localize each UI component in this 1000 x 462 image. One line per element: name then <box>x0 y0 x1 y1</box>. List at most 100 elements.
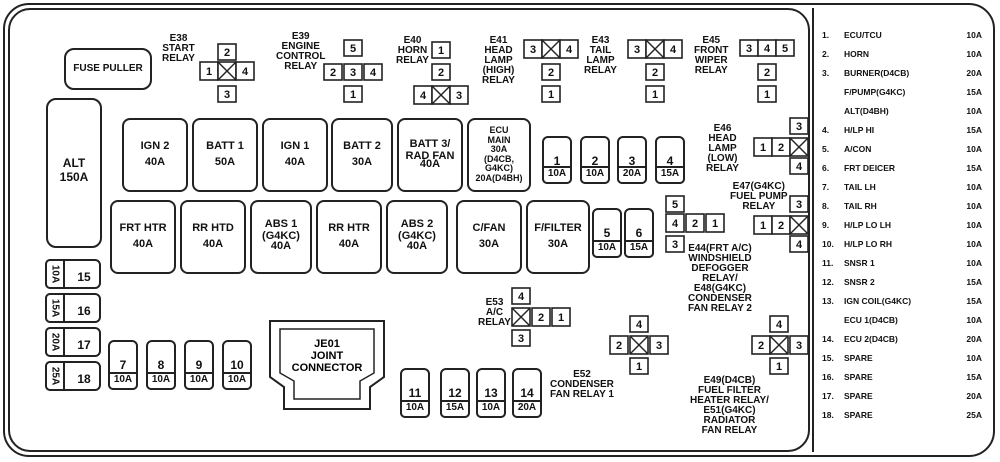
fuse-2[interactable]: 2 10A <box>580 136 610 184</box>
fuse-amp-tab: 20A <box>45 327 65 357</box>
fuse-3[interactable]: 3 20A <box>617 136 647 184</box>
fuse-puller[interactable]: FUSE PULLER <box>64 48 152 90</box>
fuse-amp: 40A <box>144 156 166 168</box>
fuse-batt2[interactable]: BATT 2 30A <box>331 118 393 192</box>
fuse-amp: 40A <box>270 240 292 252</box>
joint-connector-line3: CONNECTOR <box>292 362 363 374</box>
svg-text:4: 4 <box>242 66 249 78</box>
fuse-11[interactable]: 11 10A <box>400 368 430 418</box>
fuse-amp: 40A <box>406 240 428 252</box>
svg-text:4: 4 <box>420 90 427 102</box>
fuse-amp: 10A <box>580 166 610 184</box>
legend-row: ECU 1(D4CB)10A <box>844 315 982 325</box>
fuse-batt3-rad-fan[interactable]: BATT 3/ RAD FAN 40A <box>397 118 463 192</box>
svg-text:5: 5 <box>782 43 788 55</box>
fuse-amp: 40A <box>419 158 441 170</box>
ecu-line5: G4KC) <box>484 163 513 173</box>
svg-text:2: 2 <box>778 220 784 232</box>
fuse-rr-htr[interactable]: RR HTR 40A <box>316 200 382 274</box>
fuse-16[interactable]: 15A 16 <box>45 293 101 323</box>
fuse-ign2[interactable]: IGN 2 40A <box>122 118 188 192</box>
fuse-4[interactable]: 4 15A <box>655 136 685 184</box>
fuse-amp-tab: 25A <box>45 361 65 391</box>
svg-text:4: 4 <box>670 44 677 56</box>
svg-text:3: 3 <box>796 340 802 352</box>
fuse-7[interactable]: 7 10A <box>108 340 138 390</box>
fuse-9[interactable]: 9 10A <box>184 340 214 390</box>
svg-text:1: 1 <box>764 89 770 101</box>
fuse-1[interactable]: 1 10A <box>542 136 572 184</box>
fuse-13[interactable]: 13 10A <box>476 368 506 418</box>
fuse-amp: 30A <box>478 238 500 250</box>
svg-text:3: 3 <box>634 44 640 56</box>
fuse-number: 2 <box>591 154 599 168</box>
svg-text:1: 1 <box>776 361 782 373</box>
svg-text:4: 4 <box>776 319 783 331</box>
fuse-c-fan[interactable]: C/FAN 30A <box>456 200 522 274</box>
svg-text:4: 4 <box>764 43 771 55</box>
fuse-amp-tab: 15A <box>45 293 65 323</box>
svg-text:1: 1 <box>558 312 564 324</box>
legend-panel <box>812 8 990 452</box>
fuse-number: 9 <box>195 358 203 372</box>
fuse-abs2[interactable]: ABS 2 (G4KC) 40A <box>386 200 448 274</box>
fuse-12[interactable]: 12 15A <box>440 368 470 418</box>
fuse-amp: 40A <box>284 156 306 168</box>
svg-text:1: 1 <box>760 220 766 232</box>
fuse-abs1[interactable]: ABS 1 (G4KC) 40A <box>250 200 312 274</box>
fuse-f-filter[interactable]: F/FILTER 30A <box>526 200 590 274</box>
fuse-17[interactable]: 20A 17 <box>45 327 101 357</box>
fuse-6[interactable]: 6 15A <box>624 208 654 258</box>
fuse-ign1[interactable]: IGN 1 40A <box>262 118 328 192</box>
svg-text:1: 1 <box>438 45 444 57</box>
fuse-amp: 40A <box>202 238 224 250</box>
svg-text:4: 4 <box>370 67 377 79</box>
fuse-rr-htd[interactable]: RR HTD 40A <box>180 200 246 274</box>
svg-text:3: 3 <box>656 340 662 352</box>
fuse-batt1[interactable]: BATT 1 50A <box>192 118 258 192</box>
fuse-amp: 10A <box>146 372 176 390</box>
joint-connector: JE01 JOINT CONNECTOR <box>269 320 385 410</box>
svg-text:2: 2 <box>764 67 770 79</box>
svg-text:3: 3 <box>350 67 356 79</box>
fuse-15[interactable]: 10A 15 <box>45 259 101 289</box>
svg-text:4: 4 <box>796 239 803 251</box>
fuse-18[interactable]: 25A 18 <box>45 361 101 391</box>
fuse-amp: 10A <box>476 400 506 418</box>
fuse-10[interactable]: 10 10A <box>222 340 252 390</box>
svg-text:1: 1 <box>350 89 356 101</box>
fuse-label: IGN 2 <box>140 140 170 152</box>
alt-fuse[interactable]: ALT 150A <box>46 98 102 248</box>
fuse-14[interactable]: 14 20A <box>512 368 542 418</box>
svg-text:4: 4 <box>672 218 679 230</box>
svg-text:1: 1 <box>652 89 658 101</box>
fuse-ecu-main[interactable]: ECU MAIN 30A (D4CB, G4KC) 20A(D4BH) <box>467 118 531 192</box>
fuse-amp: 10A <box>184 372 214 390</box>
fuse-frt-htr[interactable]: FRT HTR 40A <box>110 200 176 274</box>
joint-connector-line1: JE01 <box>314 338 340 350</box>
fuse-8[interactable]: 8 10A <box>146 340 176 390</box>
svg-text:2: 2 <box>548 67 554 79</box>
svg-text:1: 1 <box>760 142 766 154</box>
fuse-number: 15 <box>77 270 91 284</box>
fuse-label: FRT HTR <box>119 222 167 234</box>
fuse-5[interactable]: 5 10A <box>592 208 622 258</box>
fuse-number: 11 <box>408 386 422 400</box>
